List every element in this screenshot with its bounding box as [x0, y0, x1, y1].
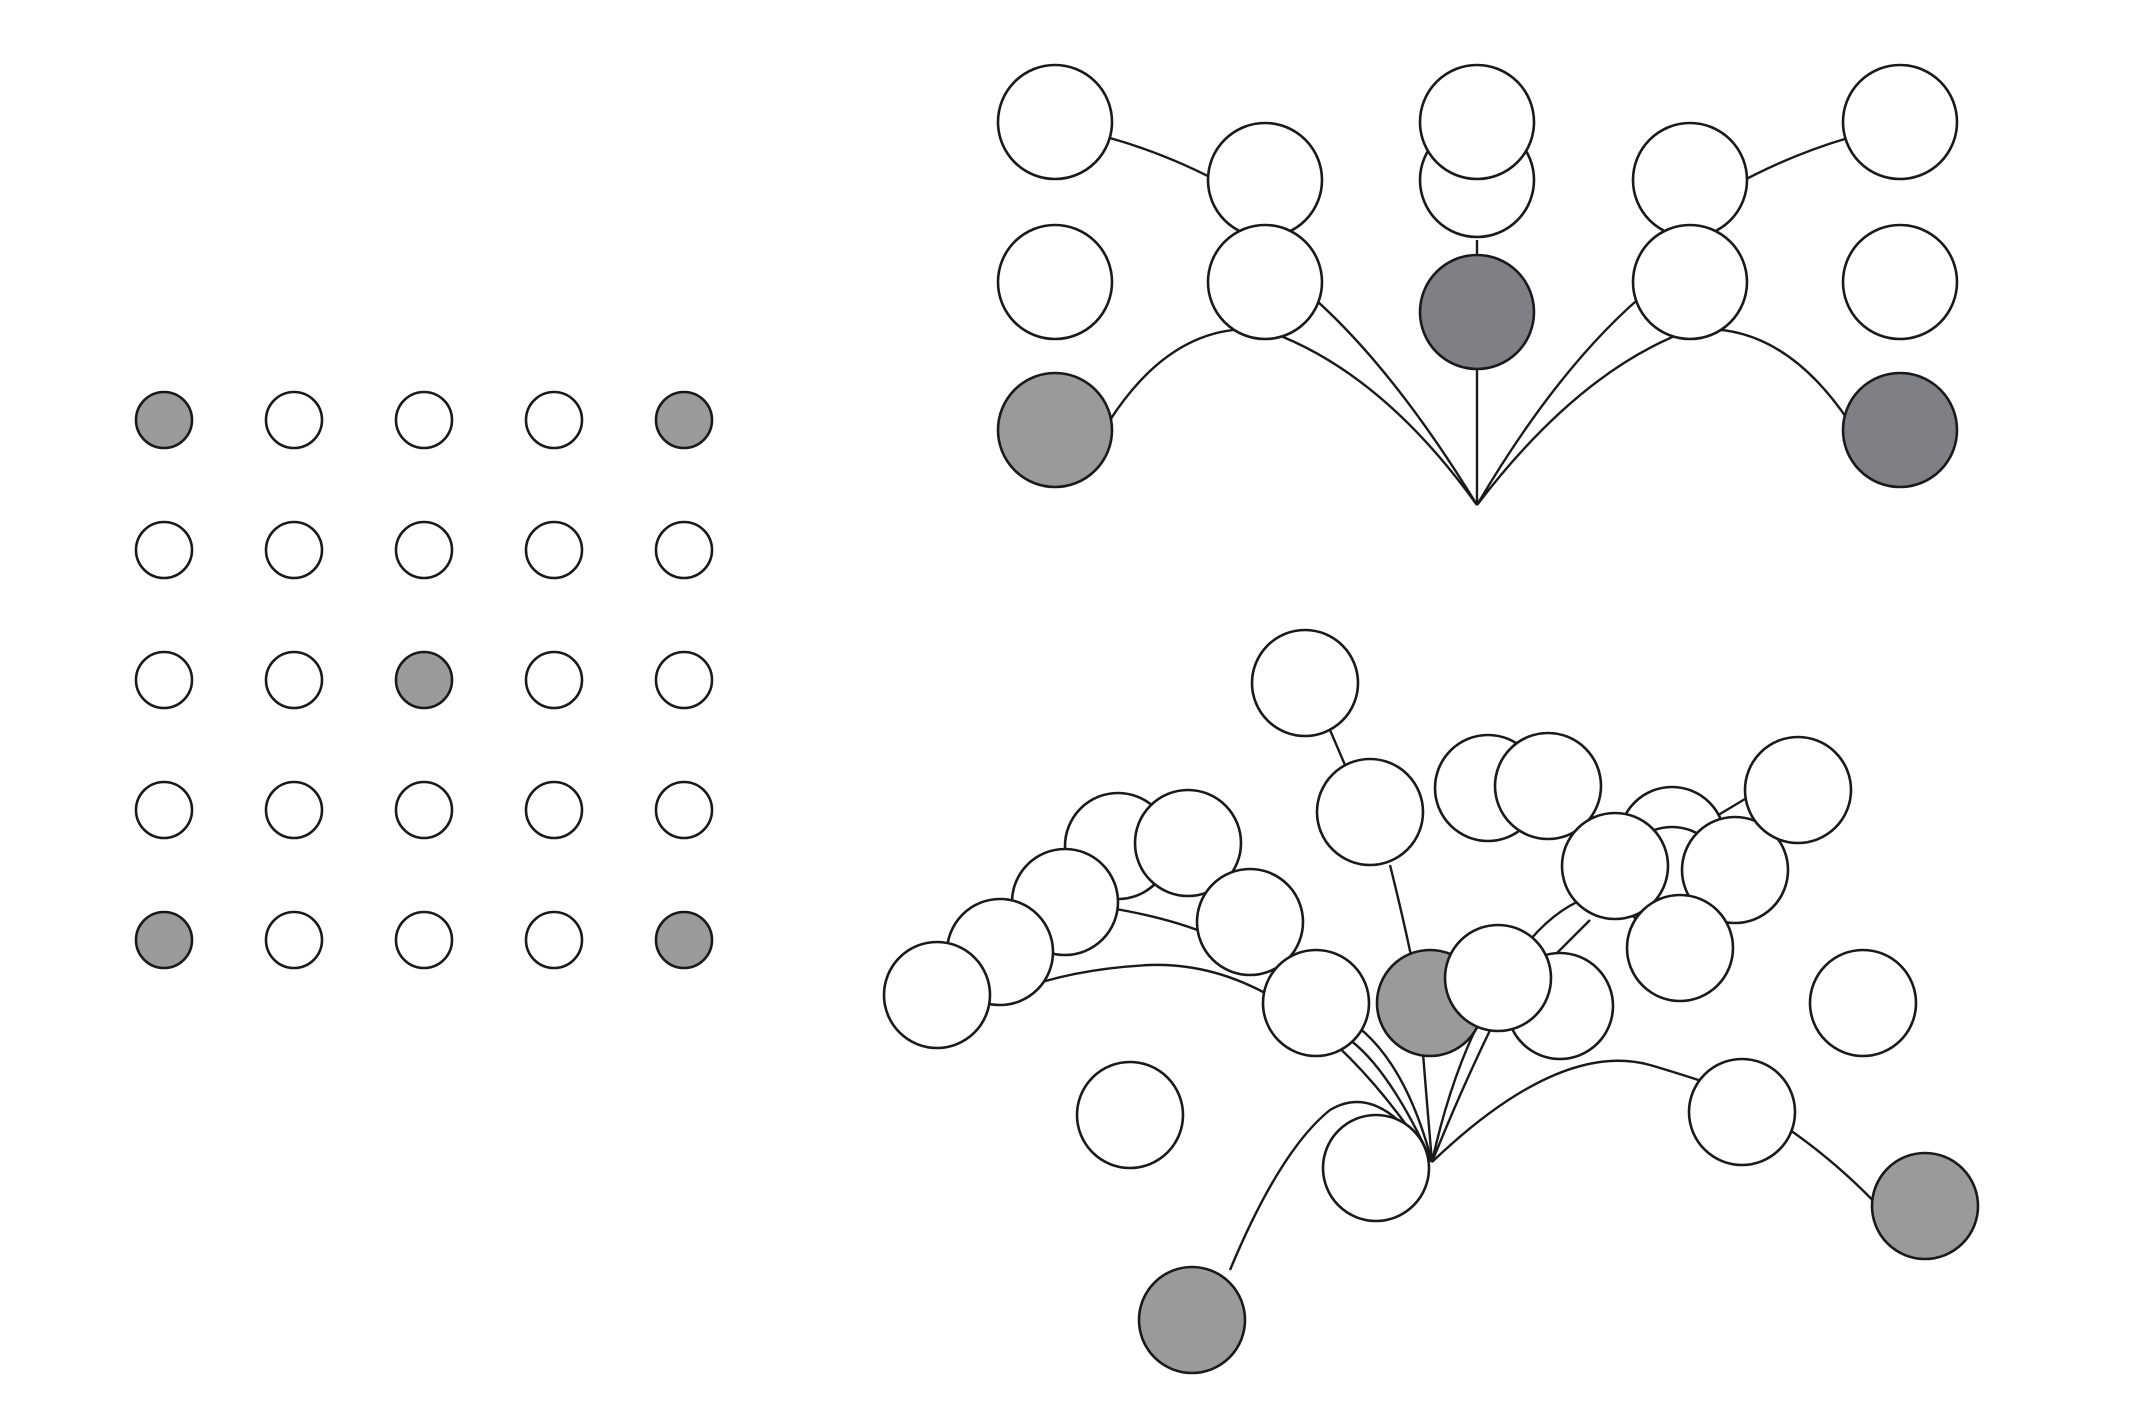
top-col4-middle — [1631, 223, 1749, 341]
top-col1-middle — [996, 223, 1114, 341]
bottom-edge-left-cluster — [1109, 906, 1211, 937]
bottom-node-center-right — [1443, 923, 1553, 1033]
bottom-edge-hub-far-right — [1431, 1059, 1713, 1163]
top-col3-top — [1418, 63, 1536, 181]
top-col5-bottom — [1841, 371, 1959, 489]
top-col5-middle — [1841, 223, 1959, 341]
grid-node-r3-c1 — [134, 650, 194, 710]
grid-node-r4-c2 — [264, 780, 324, 840]
bottom-graph-nodes — [882, 628, 1980, 1375]
bottom-node-upper-mid — [1493, 731, 1603, 841]
grid-node-r2-c5 — [654, 520, 714, 580]
grid-node-r5-c4 — [524, 910, 584, 970]
grid-node-r5-c1 — [134, 910, 194, 970]
grid-node-r3-c2 — [264, 650, 324, 710]
top-col1-top — [996, 63, 1114, 181]
grid-node-r1-c5 — [654, 390, 714, 450]
grid-node-r1-c4 — [524, 390, 584, 450]
bottom-edge-right-mid — [1554, 919, 1591, 956]
bottom-node-top — [1250, 628, 1360, 738]
bottom-node-center-left — [1261, 948, 1371, 1058]
top-edge-col1-bottom — [1108, 327, 1478, 506]
top-col5-top — [1841, 63, 1959, 181]
bottom-node-right-cluster — [1680, 815, 1790, 925]
grid-node-r4-c3 — [394, 780, 454, 840]
bottom-node-left-right — [1195, 867, 1305, 977]
grid-node-r1-c2 — [264, 390, 324, 450]
top-col2-middle — [1206, 223, 1324, 341]
bottom-node-left-top — [1133, 788, 1243, 898]
grid-node-r3-c4 — [524, 650, 584, 710]
grid-node-r4-c5 — [654, 780, 714, 840]
top-graph-nodes — [996, 63, 1959, 489]
bottom-node-isolated-left — [1075, 1060, 1185, 1170]
grid-node-r2-c4 — [524, 520, 584, 580]
bottom-edge-top-chain — [1328, 729, 1347, 766]
bottom-node-far-left — [882, 940, 992, 1050]
bottom-node-right-lower — [1625, 893, 1735, 1003]
top-edge-col5-top — [1734, 136, 1849, 187]
bottom-node-right-gray — [1870, 1151, 1980, 1261]
top-col3-bottom — [1418, 253, 1536, 371]
grid-node-r1-c3 — [394, 390, 454, 450]
bottom-node-bottom-left-gray — [1137, 1265, 1247, 1375]
grid-node-r4-c1 — [134, 780, 194, 840]
grid-node-r2-c2 — [264, 520, 324, 580]
bottom-edge-far-right-gray — [1789, 1129, 1883, 1211]
top-col1-bottom — [996, 371, 1114, 489]
bottom-node-upper — [1315, 757, 1425, 867]
grid-node-r1-c1 — [134, 390, 194, 450]
grid-panel — [134, 390, 714, 970]
bottom-node-isolated-right — [1808, 948, 1918, 1058]
grid-node-r3-c3 — [394, 650, 454, 710]
grid-node-r4-c4 — [524, 780, 584, 840]
top-col2-top — [1206, 121, 1324, 239]
top-col4-top — [1631, 121, 1749, 239]
grid-node-r5-c3 — [394, 910, 454, 970]
grid-node-r5-c5 — [654, 910, 714, 970]
bottom-node-right-top — [1743, 735, 1853, 845]
bottom-node-far-right — [1687, 1057, 1797, 1167]
grid-node-r5-c2 — [264, 910, 324, 970]
bottom-node-hub — [1321, 1113, 1431, 1223]
grid-node-r2-c3 — [394, 520, 454, 580]
grid-node-r2-c1 — [134, 520, 194, 580]
grid-node-r3-c5 — [654, 650, 714, 710]
bottom-node-mid-right — [1560, 811, 1670, 921]
